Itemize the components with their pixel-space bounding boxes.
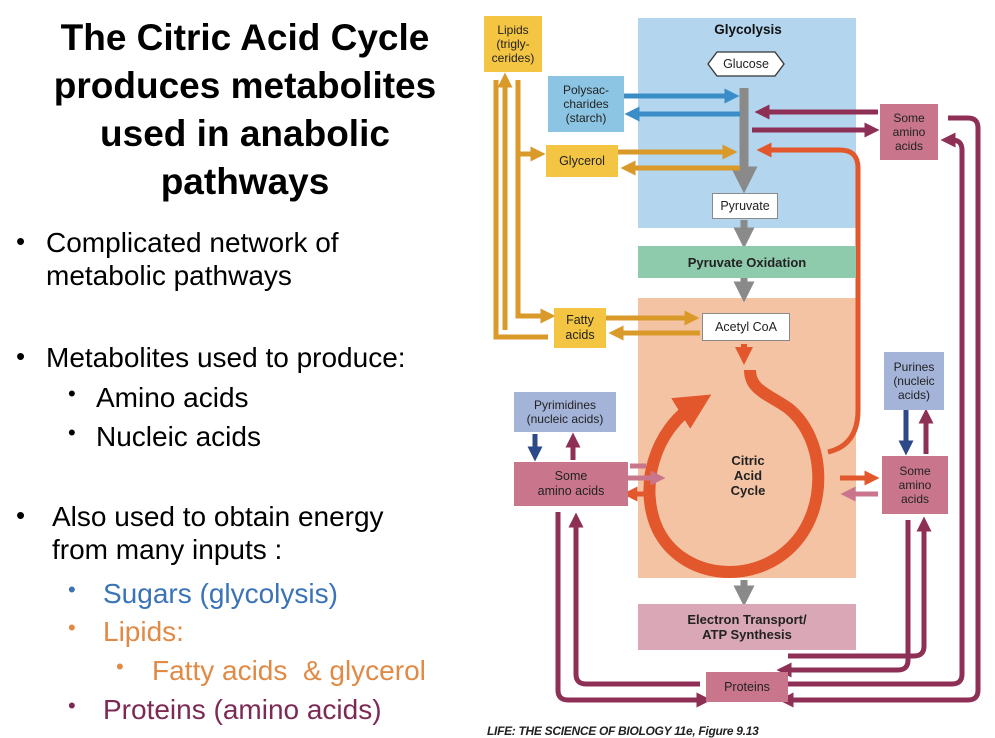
electron-transport-node: Electron Transport/ ATP Synthesis (638, 604, 856, 650)
proteins-node: Proteins (706, 672, 788, 702)
lipid-arrow (493, 80, 548, 340)
bullet-complicated-network: Complicated network of metabolic pathway… (46, 227, 339, 291)
acetyl-coa-node: Acetyl CoA (702, 313, 790, 341)
bullet-dot: • (68, 381, 76, 406)
fatty-acids-node: Fatty acids (554, 308, 606, 348)
figure-credit: LIFE: THE SCIENCE OF BIOLOGY 11e, Figure… (487, 724, 759, 738)
protein-loop-arrow (776, 520, 911, 678)
bullet-nucleic-acids: Nucleic acids (96, 421, 261, 452)
protein-loop-arrow (555, 512, 712, 708)
gluconeogenesis-arrow (756, 142, 861, 455)
bullet-dot: • (16, 226, 26, 256)
protein-loop-arrow (788, 132, 965, 687)
citric-acid-cycle-label: Citric Acid Cycle (730, 452, 766, 498)
bullet-fatty-acids: Fatty acids & glycerol (152, 655, 426, 686)
glycerol-node: Glycerol (546, 145, 618, 177)
lipids-node: Lipids (trigly- cerides) (484, 16, 542, 72)
amino-acids-top-node: Some amino acids (880, 104, 938, 160)
protein-loop-arrow (788, 516, 932, 659)
bullet-amino-acids: Amino acids (96, 382, 249, 413)
bullet-dot: • (16, 341, 26, 371)
protein-loop-arrow (778, 115, 981, 708)
bullet-lipids: Lipids: (103, 616, 184, 647)
bullet-energy: Also used to obtain energy from many inp… (52, 501, 384, 565)
amino-acids-left-node: Some amino acids (514, 462, 628, 506)
diagram-arrows (493, 18, 981, 708)
bullet-dot: • (16, 500, 26, 530)
pyruvate-node: Pyruvate (712, 193, 778, 219)
bullet-dot: • (68, 693, 76, 718)
lipid-arrow (515, 154, 556, 324)
polysaccharides-node: Polysac- charides (starch) (548, 76, 624, 132)
slide-title: The Citric Acid Cycle produces metabolit… (53, 17, 437, 202)
bullet-metabolites: Metabolites used to produce: (46, 342, 406, 373)
bullet-dot: • (68, 577, 76, 602)
glucose-node: Glucose (707, 51, 785, 77)
citric-acid-cycle-ring (643, 369, 825, 578)
pyruvate-oxidation-node: Pyruvate Oxidation (638, 246, 856, 278)
glucose-label: Glucose (723, 56, 769, 71)
glucose-hexagon-shape (707, 51, 785, 77)
lipid-arrow (515, 80, 546, 162)
purines-node: Purines (nucleic acids) (884, 352, 944, 410)
bullet-dot: • (68, 615, 76, 640)
bullet-dot: • (116, 654, 124, 679)
pyrimidines-node: Pyrimidines (nucleic acids) (514, 392, 616, 432)
amino-acids-right-node: Some amino acids (882, 456, 948, 514)
bullet-proteins: Proteins (amino acids) (103, 694, 382, 725)
bullet-list: • Complicated network of metabolic pathw… (16, 226, 426, 725)
bullet-sugars: Sugars (glycolysis) (103, 578, 338, 609)
bullet-dot: • (68, 420, 76, 445)
metabolism-diagram: Glycolysis Glucose Pyruvate Pyruvate Oxi… (478, 0, 995, 720)
glycolysis-label: Glycolysis (714, 22, 782, 37)
protein-loop-arrow (568, 512, 700, 687)
